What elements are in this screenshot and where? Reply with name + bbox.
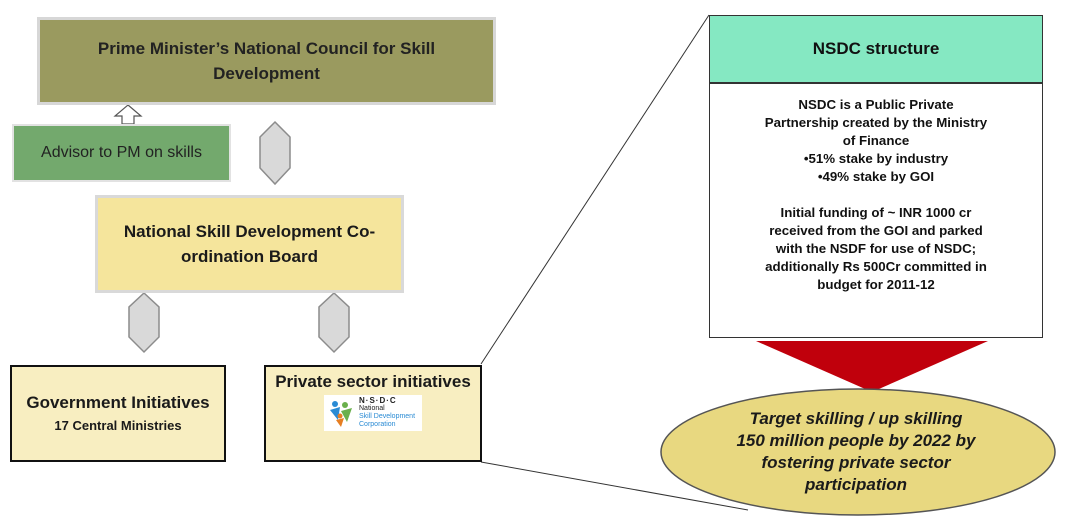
nsdc-logo-acronym: N·S·D·C (359, 396, 397, 405)
target-ellipse (660, 388, 1056, 516)
nsdc-para1-line: Partnership created by the Ministry (764, 115, 988, 130)
nsdc-para2-line: budget for 2011-12 (817, 277, 935, 292)
nsdc-structure-title: NSDC structure (812, 39, 940, 58)
advisor-label: Advisor to PM on skills (41, 144, 202, 161)
target-line: 150 million people by 2022 by (736, 431, 976, 450)
zoom-line-bottom (480, 461, 749, 511)
government-title: Government Initiatives (26, 392, 210, 412)
nsdc-para2-line: additionally Rs 500Cr committed in (765, 259, 987, 274)
nsdc-logo-line3: Corporation (359, 421, 396, 428)
nsdc-para1-line: of Finance (842, 133, 910, 148)
up-arrow-icon (113, 104, 143, 125)
hexagon-connector (259, 120, 291, 186)
coordination-board-label: National Skill Development Co-ordination… (123, 222, 376, 266)
government-subtitle: 17 Central Ministries (54, 417, 182, 433)
target-text: Target skilling / up skilling 150 millio… (690, 408, 1022, 496)
hexagon-connector (128, 291, 160, 354)
advisor-box: Advisor to PM on skills (12, 124, 231, 182)
pm-council-box: Prime Minister’s National Council for Sk… (37, 17, 496, 105)
nsdc-logo-icon (330, 401, 352, 427)
down-arrow-icon (756, 341, 988, 392)
nsdc-logo: N·S·D·C National Skill Development Corpo… (324, 395, 422, 431)
nsdc-structure-header: NSDC structure (709, 15, 1043, 83)
coordination-board-box: National Skill Development Co-ordination… (95, 195, 404, 293)
zoom-line-top (480, 14, 710, 365)
private-sector-box: Private sector initiatives N·S·D·C Natio… (264, 365, 482, 462)
nsdc-logo-line2: Skill Development (359, 413, 416, 420)
nsdc-structure-body: NSDC is a Public Private Partnership cre… (709, 83, 1043, 338)
pm-council-label: Prime Minister’s National Council for Sk… (97, 39, 436, 83)
target-line: fostering private sector (761, 453, 951, 472)
nsdc-para2-line: Initial funding of ~ INR 1000 cr (780, 205, 972, 220)
nsdc-bullet: •49% stake by GOI (817, 169, 935, 184)
government-initiatives-box: Government Initiatives 17 Central Minist… (10, 365, 226, 462)
private-sector-title: Private sector initiatives (275, 372, 471, 391)
nsdc-para2-line: with the NSDF for use of NSDC; (775, 241, 977, 256)
target-line: Target skilling / up skilling (749, 409, 963, 428)
nsdc-para2-line: received from the GOI and parked (769, 223, 983, 238)
hexagon-connector (318, 291, 350, 354)
nsdc-bullet: •51% stake by industry (803, 151, 949, 166)
nsdc-para1-line: NSDC is a Public Private (798, 97, 954, 112)
target-line: participation (804, 475, 907, 494)
nsdc-logo-line1: National (359, 405, 385, 412)
